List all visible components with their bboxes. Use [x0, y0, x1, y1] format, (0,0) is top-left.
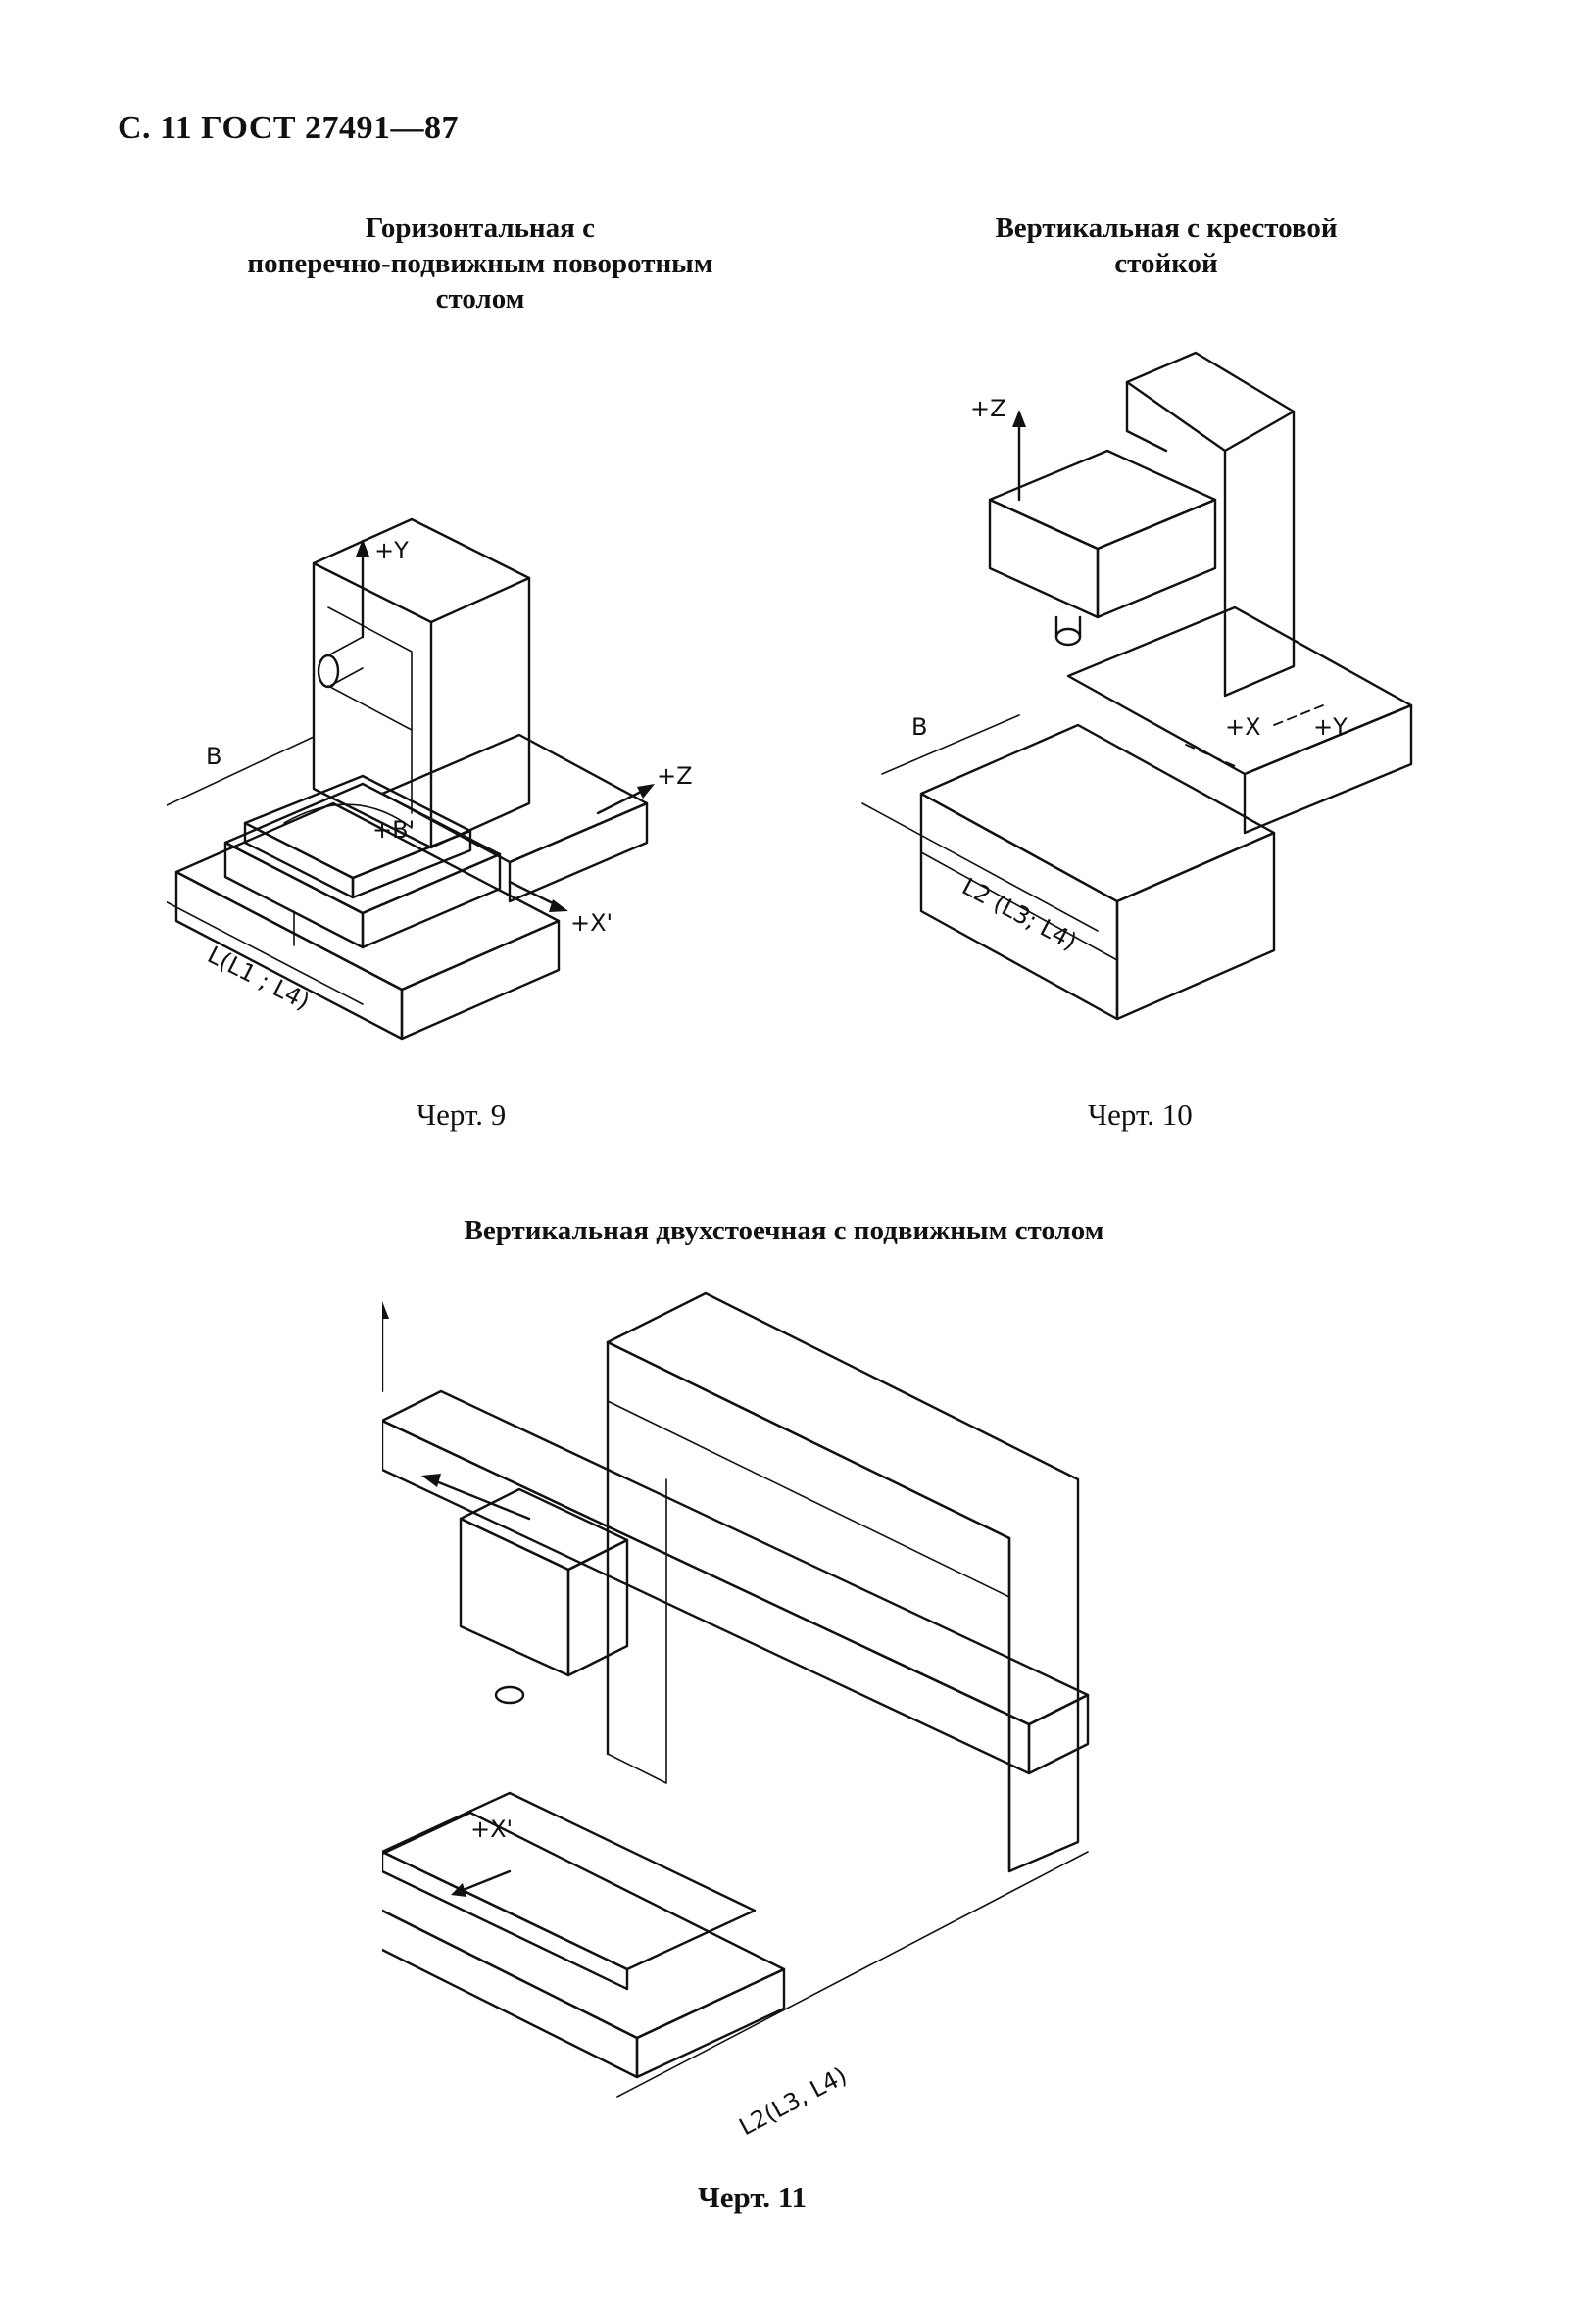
- fig9-caption: Черт. 9: [417, 1097, 507, 1132]
- fig11-caption: Черт. 11: [698, 2180, 808, 2214]
- fig10-drawing: +Z +X +Y B L2 (L3; L4): [861, 351, 1413, 1021]
- fig10-label-z: +Z: [970, 395, 1006, 422]
- fig10-label-b: B: [911, 713, 927, 741]
- fig11-drawing: +Z +Y +X' B L2(L3, L4): [382, 1291, 1090, 2141]
- page-header: С. 11 ГОСТ 27491—87: [118, 110, 460, 146]
- fig9-drawing: +Y +Z +B' +X' B L(L1 ; L4): [167, 517, 693, 1041]
- fig9-title: Горизонтальная с поперечно-подвижным пов…: [247, 213, 713, 315]
- fig10-head: [988, 449, 1217, 647]
- fig9-label-y: +Y: [374, 537, 409, 564]
- fig9-table: [223, 782, 502, 949]
- fig9-label-z: +Z: [657, 762, 693, 790]
- fig9-column: [312, 517, 531, 849]
- fig11-label-l: L2(L3, L4): [735, 2061, 852, 2141]
- fig11-crossrail: [382, 1389, 1090, 1775]
- fig9-bed: [174, 801, 561, 1041]
- fig11-bed: [382, 1811, 786, 2079]
- fig10-base: [1066, 605, 1413, 835]
- fig11-table: [382, 1791, 757, 1991]
- fig11-head: [459, 1487, 629, 1705]
- fig9-label-l: L(L1 ; L4): [203, 941, 314, 1015]
- fig10-label-x: +X: [1225, 713, 1261, 741]
- fig11-portal: [606, 1291, 1080, 1873]
- fig10-title: Вертикальная с крестовой стойкой: [995, 213, 1338, 279]
- fig9-rotary-top: [243, 774, 472, 899]
- fig10-workpiece: [919, 723, 1276, 1021]
- fig11-title: Вертикальная двухстоечная с подвижным ст…: [464, 1215, 1104, 1246]
- fig10-upright: [1125, 351, 1296, 698]
- fig11-label-x: +X': [470, 1816, 513, 1843]
- fig10-label-l: L2 (L3; L4): [957, 873, 1081, 956]
- fig10-caption: Черт. 10: [1088, 1097, 1193, 1132]
- fig9-label-x: +X': [570, 909, 613, 937]
- fig9-label-b: B: [206, 743, 221, 770]
- fig9-label-b-rot: +B': [372, 816, 415, 844]
- fig10-label-y: +Y: [1313, 713, 1348, 741]
- fig9-column-base: [380, 733, 649, 903]
